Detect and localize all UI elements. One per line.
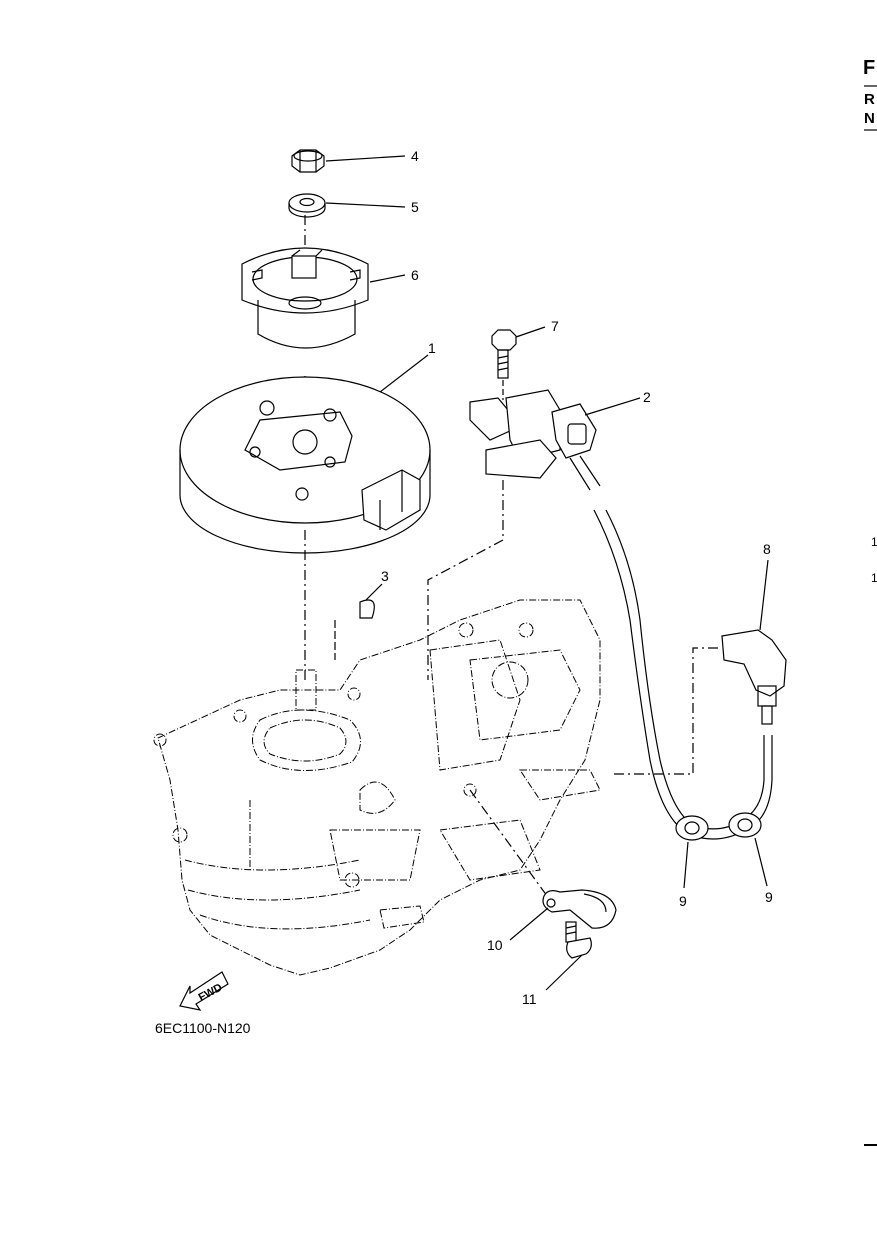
- leader-9a: [683, 841, 689, 889]
- engine-block: [153, 599, 601, 976]
- callout-9b: 9: [765, 889, 773, 905]
- flywheel-part-1: [179, 376, 431, 554]
- coil-to-block-line: [427, 480, 504, 680]
- edge-header-r: R: [864, 91, 875, 108]
- callout-2: 2: [643, 389, 651, 405]
- key-part-3: [359, 599, 375, 619]
- bolt-part-7: [491, 329, 517, 379]
- clamp-part-10: [542, 889, 617, 929]
- ignition-coil-part-2: [469, 389, 601, 491]
- spark-plug-lead: [593, 509, 773, 840]
- callout-1: 1: [428, 340, 436, 356]
- edge-header-f: F: [863, 57, 876, 79]
- leader-2: [584, 397, 641, 416]
- callout-10: 10: [487, 937, 503, 953]
- callout-5: 5: [411, 199, 419, 215]
- callout-8: 8: [763, 541, 771, 557]
- grommet-part-9b: [728, 812, 762, 838]
- leader-7: [515, 326, 546, 338]
- callout-9a: 9: [679, 893, 687, 909]
- callout-4: 4: [411, 148, 419, 164]
- pulley-part-6: [241, 247, 369, 349]
- callout-6: 6: [411, 267, 419, 283]
- leader-9b: [754, 837, 768, 887]
- edge-row-1b: 1: [871, 571, 877, 585]
- leader-10: [509, 907, 549, 941]
- leader-5: [325, 202, 406, 208]
- clamp-dash-line: [469, 789, 551, 901]
- leader-11: [545, 954, 583, 991]
- edge-row-1a: 1: [871, 535, 877, 549]
- leader-3: [365, 583, 383, 601]
- leader-4: [325, 155, 406, 162]
- fwd-label: FWD: [197, 982, 225, 1004]
- plug-cap-dash: [610, 647, 718, 775]
- fwd-arrow-icon: [179, 971, 229, 1011]
- washer-part-5: [288, 193, 326, 218]
- callout-3: 3: [381, 568, 389, 584]
- diagram-code: 6EC1100-N120: [155, 1020, 251, 1036]
- leader-1: [379, 354, 429, 393]
- callout-7: 7: [551, 318, 559, 334]
- callout-11: 11: [522, 991, 537, 1007]
- plug-cap-part-8: [721, 629, 787, 725]
- leader-8: [759, 559, 769, 631]
- leader-6: [369, 274, 406, 283]
- edge-header-n: N: [864, 110, 875, 127]
- screw-part-11: [565, 921, 592, 959]
- nut-part-4: [291, 149, 325, 173]
- grommet-part-9a: [675, 815, 709, 841]
